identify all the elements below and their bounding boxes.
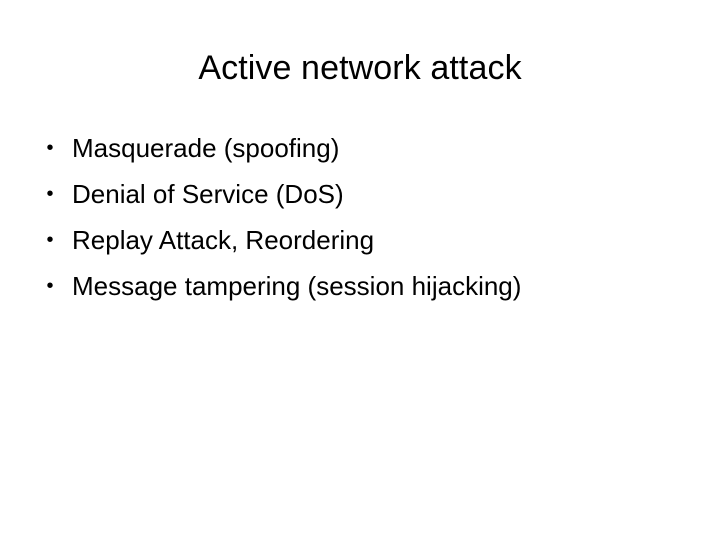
bullet-dot-icon: • — [46, 229, 54, 251]
bullet-list: • Masquerade (spoofing) • Denial of Serv… — [38, 131, 682, 315]
list-item-label: Message tampering (session hijacking) — [72, 271, 522, 301]
list-item-label: Denial of Service (DoS) — [72, 179, 344, 209]
list-item: • Masquerade (spoofing) — [38, 131, 682, 177]
list-item-label: Masquerade (spoofing) — [72, 133, 340, 163]
list-item: • Replay Attack, Reordering — [38, 223, 682, 269]
bullet-dot-icon: • — [46, 275, 54, 297]
page-title: Active network attack — [198, 49, 522, 87]
list-item: • Message tampering (session hijacking) — [38, 269, 682, 315]
bullet-dot-icon: • — [46, 137, 54, 159]
bullet-dot-icon: • — [46, 183, 54, 205]
list-item-label: Replay Attack, Reordering — [72, 225, 375, 255]
list-item: • Denial of Service (DoS) — [38, 177, 682, 223]
